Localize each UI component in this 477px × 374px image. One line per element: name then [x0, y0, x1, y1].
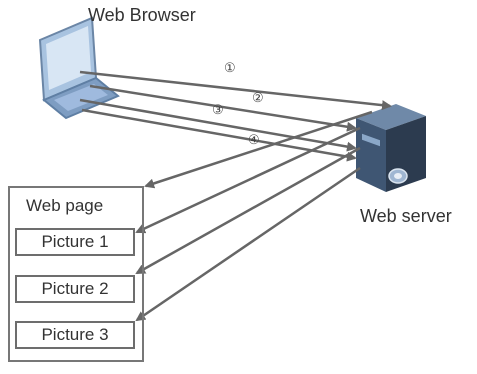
step-4-marker: ④ [248, 132, 260, 147]
response-arrows [135, 110, 373, 322]
picture-2-box: Picture 2 [15, 275, 135, 303]
response-arrow-page [144, 110, 373, 189]
web-server-label: Web server [360, 206, 452, 226]
picture-2-label: Picture 2 [41, 279, 109, 298]
request-arrow-2 [89, 84, 357, 132]
request-arrow-1 [79, 70, 392, 111]
laptop-icon [38, 16, 120, 120]
picture-1-label: Picture 1 [41, 232, 109, 251]
web-page-label: Web page [26, 196, 104, 215]
step-3-marker: ③ [212, 102, 224, 117]
step-1-marker: ① [224, 60, 236, 75]
response-arrow-picture-1 [135, 126, 361, 234]
response-arrow-picture-3 [135, 166, 361, 322]
web-page-frame [8, 186, 144, 362]
picture-3-box: Picture 3 [15, 321, 135, 349]
web-browser-label: Web Browser [88, 5, 196, 25]
request-arrows [79, 70, 392, 162]
picture-3-label: Picture 3 [41, 325, 109, 344]
response-arrow-picture-2 [135, 146, 361, 275]
request-arrow-4 [81, 108, 357, 162]
server-icon [356, 104, 426, 192]
picture-1-box: Picture 1 [15, 228, 135, 256]
step-2-marker: ② [252, 90, 264, 105]
request-arrow-3 [79, 98, 357, 152]
